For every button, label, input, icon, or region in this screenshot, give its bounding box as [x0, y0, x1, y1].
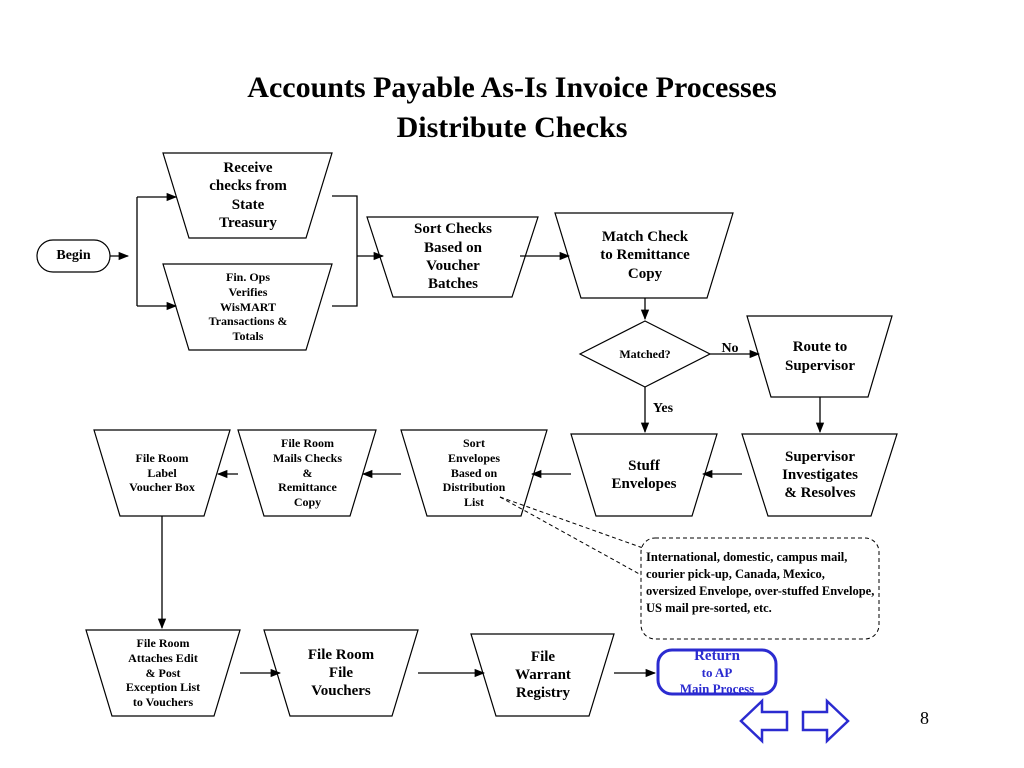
file-room-attaches-label: File Room Attaches Edit & Post Exception… [125, 636, 201, 709]
supervisor-investigates-shape [741, 433, 898, 517]
stuff-envelopes-label: Stuff Envelopes [611, 457, 677, 492]
file-room-file-shape [263, 629, 419, 717]
sort-envelopes-label: Sort Envelopes Based on Distribution Lis… [442, 436, 506, 509]
fin-ops-label: Fin. Ops Verifies WisMART Transactions &… [208, 270, 288, 343]
stuff-envelopes-shape [570, 433, 718, 517]
match-check-shape [554, 212, 734, 299]
annotation-text: International, domestic, campus mail, co… [646, 550, 875, 615]
no-edge-label: No [721, 341, 739, 357]
annotation-box [640, 537, 880, 640]
title-line-2: Distribute Checks [396, 111, 628, 144]
supervisor-investigates-label: Supervisor Investigates & Resolves [782, 448, 858, 502]
file-room-label-shape [93, 429, 231, 517]
return-button-shape [656, 648, 778, 696]
file-room-label-label: File Room Label Voucher Box [129, 451, 195, 495]
receive-checks-shape [162, 152, 333, 239]
begin-label[interactable]: Begin [56, 248, 91, 264]
page-number: 8 [920, 708, 929, 728]
fin-ops-shape [162, 263, 333, 351]
matched-decision-label: Matched? [619, 346, 671, 361]
left-arrow-icon[interactable] [739, 698, 789, 744]
return-to-ap-button[interactable]: Return to AP Main Process [658, 648, 776, 696]
file-room-mails-label: File Room Mails Checks & Remittance Copy [273, 436, 342, 509]
return-button-label: Return [694, 648, 740, 665]
match-check-label: Match Check to Remittance Copy [600, 229, 690, 282]
title-line-1: Accounts Payable As-Is Invoice Processes [247, 71, 777, 104]
yes-edge-label: Yes [652, 401, 674, 417]
file-room-attaches-shape [85, 629, 241, 717]
file-warrant-label: File Warrant Registry [515, 648, 571, 702]
route-supervisor-shape [746, 315, 893, 398]
file-room-file-label: File Room File Vouchers [307, 646, 375, 700]
sort-checks-label: Sort Checks Based on Voucher Batches [414, 221, 492, 293]
receive-checks-label: Receive checks from State Treasury [209, 159, 287, 231]
right-arrow-icon[interactable] [801, 698, 850, 744]
return-button-sublabel: to AP Main Process [679, 665, 755, 696]
file-room-mails-shape [237, 429, 377, 517]
sort-checks-shape [366, 216, 539, 298]
sort-envelopes-shape [400, 429, 548, 517]
route-supervisor-label: Route to Supervisor [784, 339, 855, 374]
file-warrant-shape [470, 633, 615, 717]
